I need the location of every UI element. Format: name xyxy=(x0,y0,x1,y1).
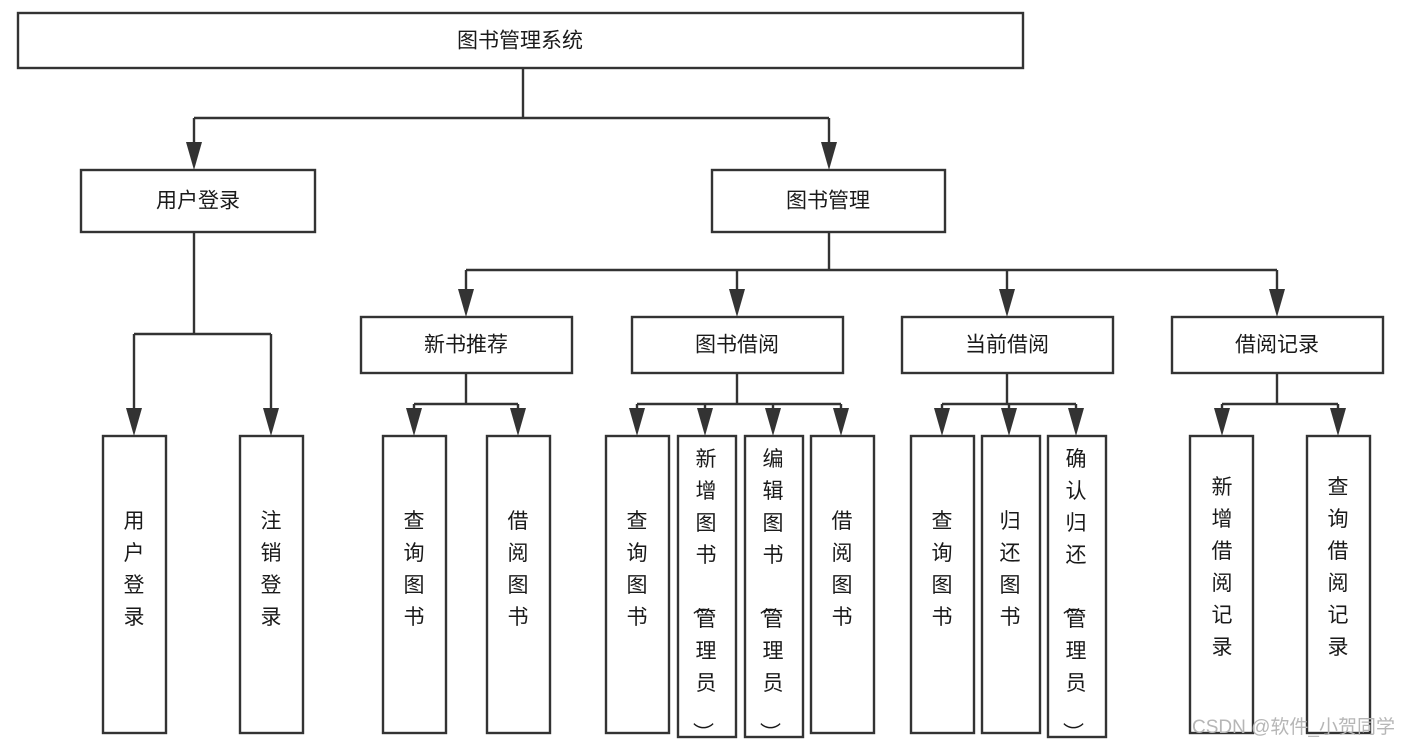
node-leaf-add-book-label: 新增图书（管理员） xyxy=(691,448,717,743)
node-leaf-edit-book-box[interactable] xyxy=(743,434,805,739)
node-leaf-query-book-1-label: 查询图书 xyxy=(404,510,425,629)
node-leaf-borrow-book-2-box[interactable] xyxy=(809,434,876,735)
arrow-to-leaf-add-book xyxy=(697,408,713,436)
arrow-to-leaf-query-book-1 xyxy=(406,408,422,436)
node-leaf-query-book-2-box[interactable] xyxy=(604,434,671,735)
node-current-borrow-box[interactable] xyxy=(900,315,1115,375)
node-current-borrow[interactable]: 当前借阅 xyxy=(900,315,1115,375)
node-leaf-user-login-label: 用户登录 xyxy=(124,510,145,629)
node-leaf-borrow-book-2-label: 借阅图书 xyxy=(832,510,853,629)
arrow-to-leaf-query-book-3 xyxy=(934,408,950,436)
node-root-label: 图书管理系统 xyxy=(457,30,583,53)
node-user-login-box[interactable] xyxy=(79,168,317,234)
node-leaf-query-record-label: 查询借阅记录 xyxy=(1328,476,1349,659)
node-leaf-query-book-2-label: 查询图书 xyxy=(627,510,648,629)
arrow-to-borrow-record xyxy=(1269,289,1285,317)
node-leaf-confirm-return-label: 确认归还（管理员） xyxy=(1061,448,1087,743)
arrow-to-leaf-logout xyxy=(263,408,279,436)
node-borrow-record-label: 借阅记录 xyxy=(1235,334,1319,357)
arrow-to-user-login xyxy=(186,142,202,170)
node-leaf-add-book-box[interactable] xyxy=(676,434,738,739)
node-new-book-rec[interactable]: 新书推荐 xyxy=(359,315,574,375)
node-borrow-record[interactable]: 借阅记录 xyxy=(1170,315,1385,375)
arrow-to-leaf-borrow-book-2 xyxy=(833,408,849,436)
node-leaf-logout-label: 注销登录 xyxy=(261,510,282,629)
arrow-to-leaf-add-record xyxy=(1214,408,1230,436)
node-leaf-borrow-book-2[interactable]: 借阅图书 xyxy=(809,434,876,735)
node-book-borrow-label: 图书借阅 xyxy=(695,334,779,357)
arrow-to-book-borrow xyxy=(729,289,745,317)
node-leaf-query-book-3-box[interactable] xyxy=(909,434,976,735)
arrow-to-leaf-borrow-book-1 xyxy=(510,408,526,436)
node-leaf-user-login-box[interactable] xyxy=(101,434,168,735)
node-user-login[interactable]: 用户登录 xyxy=(79,168,317,234)
node-leaf-edit-book[interactable]: 编辑图书（管理员） xyxy=(743,434,805,743)
node-leaf-borrow-book-1[interactable]: 借阅图书 xyxy=(485,434,552,735)
arrow-to-leaf-query-record xyxy=(1330,408,1346,436)
node-leaf-query-book-3[interactable]: 查询图书 xyxy=(909,434,976,735)
csdn-watermark: CSDN @软件_小贺同学 xyxy=(1192,716,1395,738)
node-leaf-return-book-box[interactable] xyxy=(980,434,1042,735)
node-book-manage-label: 图书管理 xyxy=(786,190,870,213)
node-leaf-return-book-label: 归还图书 xyxy=(1000,510,1021,629)
arrow-to-leaf-query-book-2 xyxy=(629,408,645,436)
node-new-book-rec-box[interactable] xyxy=(359,315,574,375)
node-leaf-query-record[interactable]: 查询借阅记录 xyxy=(1305,434,1372,735)
node-new-book-rec-label: 新书推荐 xyxy=(424,334,508,357)
node-book-borrow-box[interactable] xyxy=(630,315,845,375)
node-book-borrow[interactable]: 图书借阅 xyxy=(630,315,845,375)
node-leaf-add-book[interactable]: 新增图书（管理员） xyxy=(676,434,738,743)
node-leaf-confirm-return-box[interactable] xyxy=(1046,434,1108,739)
arrow-to-leaf-confirm-return xyxy=(1068,408,1084,436)
arrow-to-new-book-rec xyxy=(458,289,474,317)
arrow-to-leaf-return-book xyxy=(1001,408,1017,436)
node-leaf-add-record-box[interactable] xyxy=(1188,434,1255,735)
node-borrow-record-box[interactable] xyxy=(1170,315,1385,375)
node-leaf-logout[interactable]: 注销登录 xyxy=(238,434,305,735)
node-leaf-add-record[interactable]: 新增借阅记录 xyxy=(1188,434,1255,735)
node-leaf-query-book-2[interactable]: 查询图书 xyxy=(604,434,671,735)
node-leaf-query-record-box[interactable] xyxy=(1305,434,1372,735)
node-current-borrow-label: 当前借阅 xyxy=(965,334,1049,357)
node-leaf-query-book-3-label: 查询图书 xyxy=(932,510,953,629)
node-leaf-borrow-book-1-box[interactable] xyxy=(485,434,552,735)
node-root[interactable]: 图书管理系统 xyxy=(16,11,1025,70)
node-leaf-borrow-book-1-label: 借阅图书 xyxy=(508,510,529,629)
node-leaf-confirm-return[interactable]: 确认归还（管理员） xyxy=(1046,434,1108,743)
arrow-to-book-manage xyxy=(821,142,837,170)
node-book-manage-box[interactable] xyxy=(710,168,947,234)
arrow-to-leaf-edit-book xyxy=(765,408,781,436)
node-user-login-label: 用户登录 xyxy=(156,190,240,213)
node-leaf-user-login[interactable]: 用户登录 xyxy=(101,434,168,735)
node-leaf-logout-box[interactable] xyxy=(238,434,305,735)
arrow-to-leaf-user-login xyxy=(126,408,142,436)
node-leaf-edit-book-label: 编辑图书（管理员） xyxy=(758,448,784,743)
node-book-manage[interactable]: 图书管理 xyxy=(710,168,947,234)
node-root-box[interactable] xyxy=(16,11,1025,70)
connector-layer xyxy=(126,69,1346,436)
arrow-to-current-borrow xyxy=(999,289,1015,317)
node-leaf-query-book-1[interactable]: 查询图书 xyxy=(381,434,448,735)
node-leaf-add-record-label: 新增借阅记录 xyxy=(1212,476,1233,659)
node-leaf-query-book-1-box[interactable] xyxy=(381,434,448,735)
node-leaf-return-book[interactable]: 归还图书 xyxy=(980,434,1042,735)
